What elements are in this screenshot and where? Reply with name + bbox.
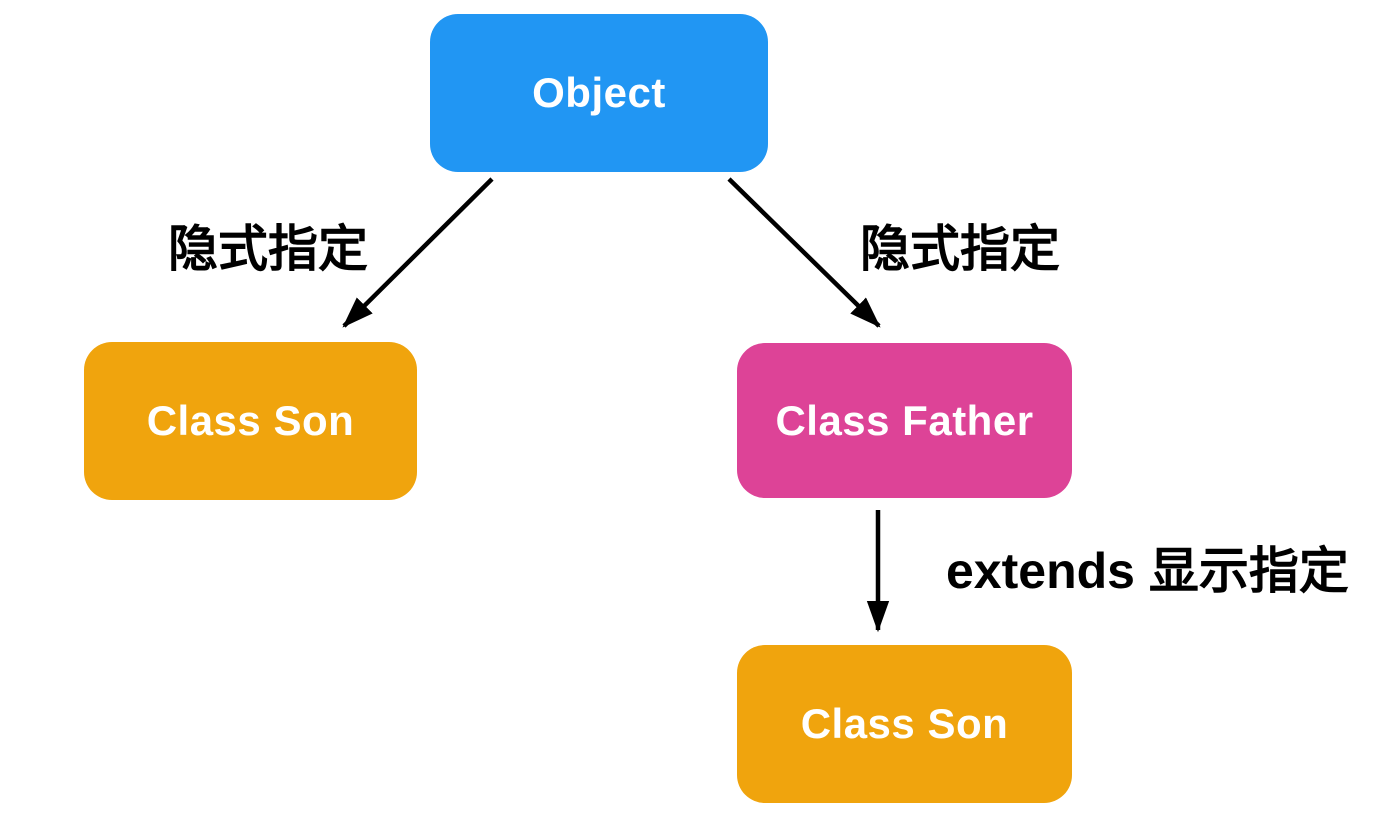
node-class-son-left-label: Class Son <box>146 397 355 444</box>
node-object: Object <box>430 14 768 172</box>
edge-object-to-class-son-left <box>342 177 494 328</box>
node-class-son-left: Class Son <box>84 342 417 500</box>
node-class-father: Class Father <box>737 343 1072 498</box>
edge-label-extends: extends 显示指定 <box>946 543 1349 599</box>
edge-object-to-class-father <box>727 177 881 328</box>
node-class-father-label: Class Father <box>775 396 1034 444</box>
edge-label-implicit-left: 隐式指定 <box>168 221 368 277</box>
node-object-label: Object <box>532 69 666 116</box>
node-class-son-bottom: Class Son <box>737 645 1072 803</box>
node-class-son-bottom-label: Class Son <box>800 700 1009 747</box>
edge-label-implicit-right: 隐式指定 <box>860 221 1060 277</box>
